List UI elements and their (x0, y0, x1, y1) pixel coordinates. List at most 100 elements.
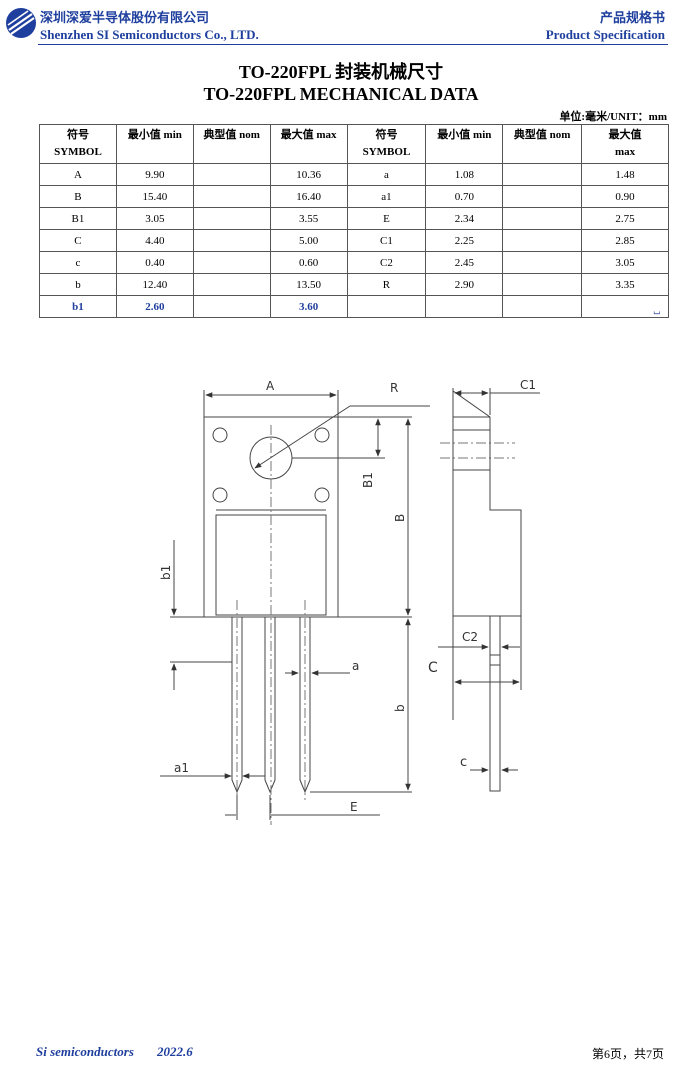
cell-symbol: C (39, 229, 117, 252)
cell-symbol-2 (346, 295, 427, 318)
doc-type-en: Product Specification (545, 27, 665, 42)
cell-min: 12.40 (115, 273, 194, 296)
cell-min-2: 2.45 (425, 251, 504, 274)
cell-max-2: 0.90 (581, 185, 669, 208)
cell-symbol: B1 (39, 207, 117, 230)
cell-max-2: 3.35 (581, 273, 669, 296)
cell-min-2: 2.25 (425, 229, 504, 252)
lead-left (231, 617, 243, 794)
header-nom: 典型值 nom (192, 124, 271, 164)
mount-hole-bl (212, 487, 228, 503)
cell-nom (192, 229, 271, 252)
table-row: C 4.40 5.00 C1 2.25 2.85 (39, 229, 669, 252)
table-row: B1 3.05 3.55 E 2.34 2.75 (39, 207, 669, 230)
cell-min-2: 0.70 (425, 185, 504, 208)
cell-min: 4.40 (115, 229, 194, 252)
dim-label-C: C (428, 660, 438, 676)
cell-symbol-2: R (346, 273, 427, 296)
cell-max: 13.50 (269, 273, 348, 296)
cell-symbol-2: a (346, 163, 427, 186)
cell-min-2: 1.08 (425, 163, 504, 186)
footer-page-number: 第6页，共7页 (591, 1047, 664, 1061)
cell-min-2 (425, 295, 504, 318)
cell-min: 15.40 (115, 185, 194, 208)
cell-nom-2 (502, 229, 583, 252)
company-name-cn: 深圳深爱半导体股份有限公司 (40, 10, 210, 25)
package-body-outline (203, 416, 339, 618)
cell-max-2: 1.48 (581, 163, 669, 186)
header-nom-2: 典型值 nom (502, 124, 583, 164)
lead-middle (264, 617, 276, 794)
dim-label-C2: C2 (462, 630, 478, 644)
cell-nom (192, 295, 271, 318)
header-max: 最大值 max (269, 124, 348, 164)
cell-symbol-2: C2 (346, 251, 427, 274)
cell-max-2: 2.85 (581, 229, 669, 252)
cell-symbol-2: E (346, 207, 427, 230)
dim-label-C1: C1 (520, 378, 536, 392)
header-min: 最小值 min (115, 124, 194, 164)
cell-min: 0.40 (115, 251, 194, 274)
dim-label-a1: a1 (174, 761, 189, 775)
page-title-cn: TO-220FPL 封装机械尺寸 (238, 62, 444, 82)
cell-max-2: 2.75 (581, 207, 669, 230)
mount-hole-tr (314, 427, 330, 443)
cell-nom (192, 273, 271, 296)
doc-type-cn: 产品规格书 (599, 10, 665, 25)
side-view-body (452, 390, 522, 617)
header-divider (38, 44, 668, 45)
dim-label-c: c (460, 755, 467, 770)
cell-max: 5.00 (269, 229, 348, 252)
cell-nom (192, 163, 271, 186)
cell-symbol: b1 (39, 295, 117, 318)
table-row: b 12.40 13.50 R 2.90 3.35 (39, 273, 669, 296)
cell-min: 2.60 (115, 295, 194, 318)
dim-label-a: a (352, 659, 359, 673)
cell-nom (192, 185, 271, 208)
cell-nom-2 (502, 251, 583, 274)
cell-symbol: B (39, 185, 117, 208)
footer-brand: Si semiconductors (36, 1044, 134, 1059)
table-row: A 9.90 10.36 a 1.08 1.48 (39, 163, 669, 186)
cell-min: 9.90 (115, 163, 194, 186)
mount-hole-tl (212, 427, 228, 443)
cell-min: 3.05 (115, 207, 194, 230)
dim-label-b: b (393, 704, 407, 712)
cell-nom-2 (502, 273, 583, 296)
cell-symbol: A (39, 163, 117, 186)
header-min-2: 最小值 min (425, 124, 504, 164)
cell-max: 0.60 (269, 251, 348, 274)
page-title-en: TO-220FPL MECHANICAL DATA (203, 84, 479, 104)
cell-symbol: b (39, 273, 117, 296)
unit-label: 单位:毫米/UNIT：mm (559, 111, 667, 123)
dim-label-b1: b1 (159, 565, 173, 580)
lead-right (299, 617, 311, 794)
cell-min-2: 2.34 (425, 207, 504, 230)
cell-symbol-2: C1 (346, 229, 427, 252)
cell-max-2: 3.05 (581, 251, 669, 274)
dim-label-R: R (390, 381, 398, 395)
cell-mark: ⌴ (581, 295, 669, 318)
cell-min-2: 2.90 (425, 273, 504, 296)
dim-label-A: A (266, 379, 275, 393)
footer-date: 2022.6 (157, 1044, 193, 1059)
cell-nom-2 (502, 207, 583, 230)
cell-max: 3.60 (269, 295, 348, 318)
company-logo-icon (6, 8, 36, 38)
cell-nom-2 (502, 163, 583, 186)
cell-nom (192, 251, 271, 274)
table-row: c 0.40 0.60 C2 2.45 3.05 (39, 251, 669, 274)
cell-nom-2 (502, 295, 583, 318)
company-name-en: Shenzhen SI Semiconductors Co., LTD. (40, 27, 259, 42)
dim-label-B1: B1 (361, 472, 375, 488)
table-row-highlight: b1 2.60 3.60 ⌴ (39, 295, 669, 318)
cell-symbol-2: a1 (346, 185, 427, 208)
dim-label-B: B (393, 514, 407, 522)
table-row: B 15.40 16.40 a1 0.70 0.90 (39, 185, 669, 208)
package-drawing: A R C1 B1 B b1 C2 C a b a1 c E (159, 378, 540, 825)
